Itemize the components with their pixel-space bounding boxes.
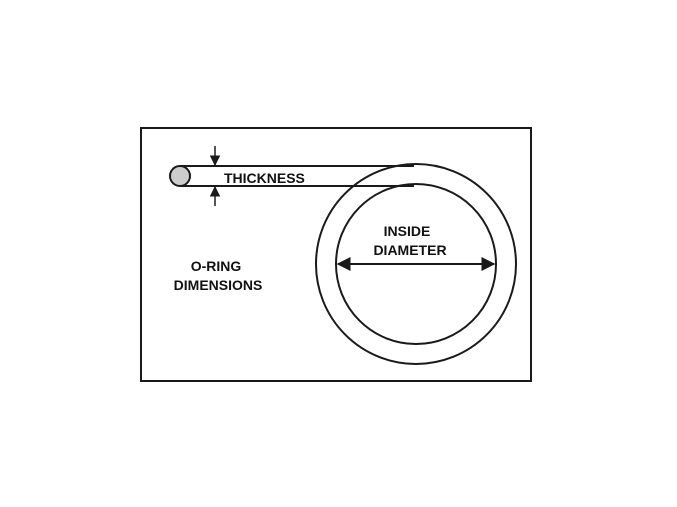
title-line1: O-RING (191, 258, 242, 274)
cross-section-circle (169, 165, 191, 187)
inside-diameter-label-line2: DIAMETER (373, 242, 446, 258)
o-ring-outer-circle (315, 163, 517, 365)
inside-diameter-label-line1: INSIDE (384, 223, 431, 239)
title-line2: DIMENSIONS (174, 277, 263, 293)
thickness-label: THICKNESS (224, 170, 305, 186)
o-ring-inner-circle (335, 183, 497, 345)
